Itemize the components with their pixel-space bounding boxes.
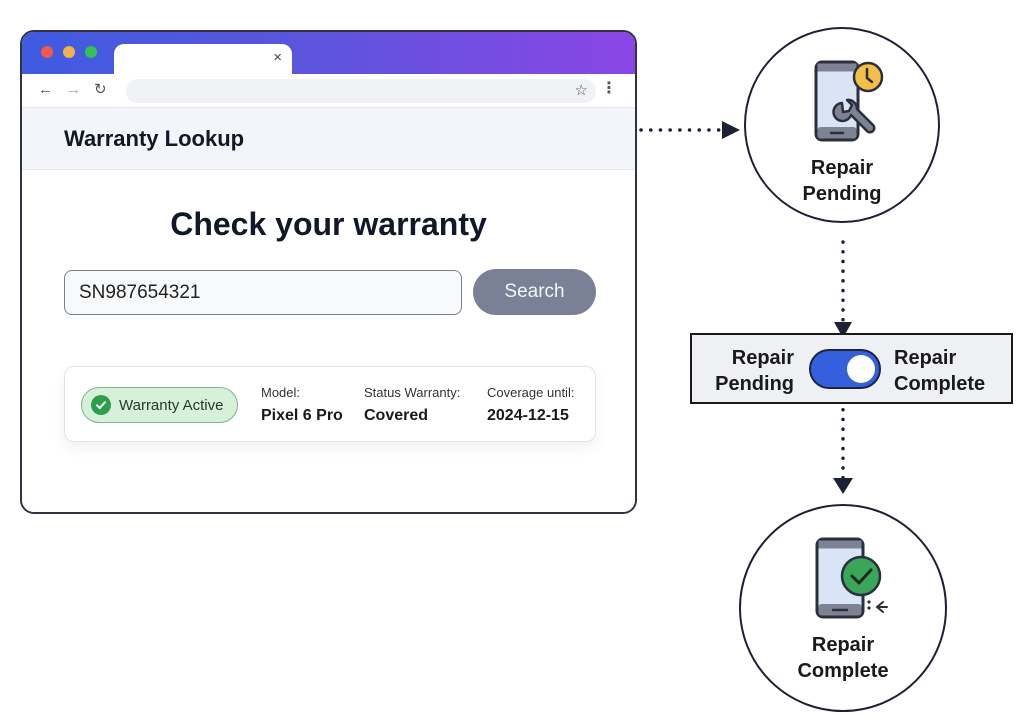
- address-bar[interactable]: ☆: [126, 79, 596, 103]
- model-field: Model: Pixel 6 Pro: [261, 385, 343, 425]
- coverage-value: 2024-12-15: [487, 407, 569, 424]
- connector-toggle-to-complete: [833, 398, 853, 494]
- browser-titlebar: ×: [22, 32, 635, 76]
- label-line-2: Complete: [797, 660, 889, 682]
- repair-complete-label: Repair Complete: [741, 632, 945, 684]
- serial-number-input[interactable]: [64, 270, 462, 315]
- tab-close-icon[interactable]: ×: [273, 49, 282, 66]
- app-title: Warranty Lookup: [64, 126, 245, 151]
- model-label: Model:: [261, 385, 301, 400]
- label-line-1: Repair: [810, 157, 874, 179]
- status-value: Covered: [364, 407, 429, 424]
- toggle-knob: [847, 355, 875, 383]
- forward-arrow-icon[interactable]: →: [66, 81, 81, 98]
- browser-toolbar: ← → ↻ ☆ ⋮: [22, 74, 635, 108]
- label-line-2: Complete: [894, 373, 986, 395]
- coverage-field: Coverage until: 2024-12-15: [487, 385, 574, 425]
- label-line-2: Pending: [715, 373, 794, 395]
- connector-browser-to-pending: [639, 121, 740, 139]
- label-line-2: Pending: [802, 183, 882, 205]
- model-value: Pixel 6 Pro: [261, 407, 343, 424]
- app-header: Warranty Lookup: [22, 108, 635, 170]
- page-content: Check your warranty Search Warranty Acti…: [22, 170, 635, 512]
- repair-status-toggle[interactable]: [809, 349, 881, 389]
- coverage-label: Coverage until:: [487, 385, 575, 400]
- label-line-1: Repair: [811, 634, 875, 656]
- status-field: Status Warranty: Covered: [364, 385, 460, 425]
- browser-window: × ← → ↻ ☆ ⋮ Warranty Lookup Check your w…: [20, 30, 637, 514]
- repair-complete-node: Repair Complete: [739, 504, 947, 712]
- repair-status-toggle-box: Repair Pending Repair Complete: [690, 333, 1013, 404]
- check-circle-icon: [91, 395, 111, 415]
- bookmark-star-icon[interactable]: ☆: [574, 82, 588, 99]
- toggle-off-label: Repair Pending: [710, 345, 794, 397]
- back-arrow-icon[interactable]: ←: [38, 81, 53, 98]
- window-minimize-dot[interactable]: [63, 46, 75, 58]
- warranty-result-card: Warranty Active Model: Pixel 6 Pro Statu…: [64, 366, 596, 442]
- badge-label: Warranty Active: [119, 396, 224, 414]
- label-line-1: Repair: [894, 347, 957, 369]
- reload-icon[interactable]: ↻: [94, 81, 107, 98]
- browser-tab[interactable]: ×: [114, 44, 292, 76]
- warranty-status-badge: Warranty Active: [81, 387, 238, 423]
- repair-pending-node: Repair Pending: [744, 27, 940, 223]
- phone-check-icon: [811, 536, 891, 625]
- window-maximize-dot[interactable]: [85, 46, 97, 58]
- repair-pending-label: Repair Pending: [746, 155, 938, 207]
- connector-pending-to-toggle: [834, 240, 852, 338]
- browser-menu-icon[interactable]: ⋮: [601, 80, 617, 97]
- search-button[interactable]: Search: [473, 269, 596, 315]
- window-close-dot[interactable]: [41, 46, 53, 58]
- page-heading: Check your warranty: [170, 206, 487, 242]
- phone-wrench-clock-icon: [808, 59, 886, 148]
- label-line-1: Repair: [731, 347, 794, 369]
- toggle-on-label: Repair Complete: [894, 345, 985, 397]
- status-label: Status Warranty:: [364, 385, 461, 400]
